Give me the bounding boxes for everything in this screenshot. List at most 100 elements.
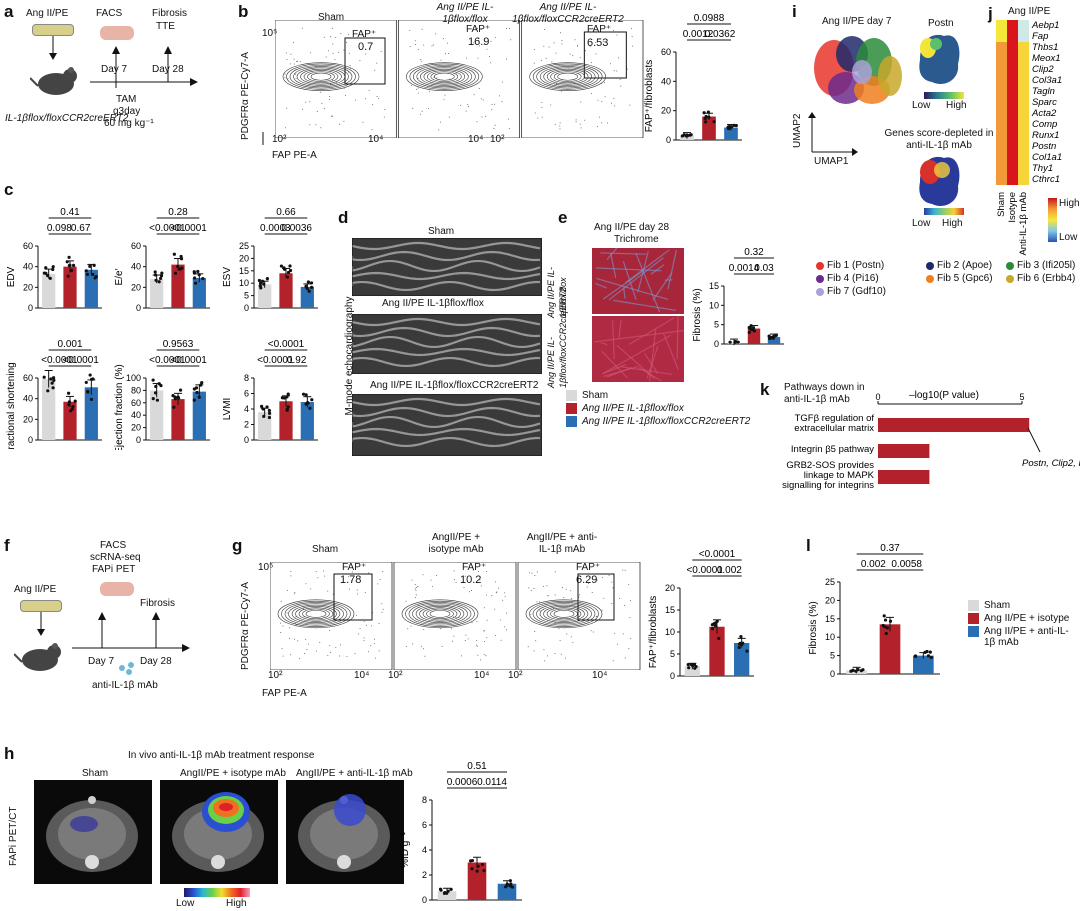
g-pval-2: 0.002 xyxy=(717,565,742,576)
flow-event xyxy=(491,109,493,111)
flow-event xyxy=(579,57,581,59)
timeline xyxy=(90,46,198,88)
f-mouse-icon xyxy=(14,643,61,671)
umap2-label: UMAP2 xyxy=(792,113,803,148)
b-tick-label: 40 xyxy=(661,76,671,86)
c5-point xyxy=(304,393,308,397)
heatmap-gene: Thbs1 xyxy=(1032,42,1058,53)
flow-event xyxy=(583,69,585,71)
umap1-label: UMAP1 xyxy=(814,156,849,167)
c3-ylabel: Fractional shortening xyxy=(6,362,17,450)
heatmap-header: Ang II/PE xyxy=(1008,6,1051,17)
flow-event xyxy=(601,122,603,124)
e-pval-1: 0.0014 xyxy=(729,263,760,274)
c1-point xyxy=(172,252,176,256)
flow-event xyxy=(417,77,419,79)
legend-swatch-flox xyxy=(566,403,577,414)
flow-contour xyxy=(426,608,454,620)
trichrome-fiber xyxy=(602,270,644,300)
c3-point xyxy=(89,397,94,402)
l-point xyxy=(854,669,858,673)
e-tick-label: 10 xyxy=(709,300,719,310)
flow-event xyxy=(494,37,496,39)
c1-tick-label: 60 xyxy=(131,241,141,251)
flow-event xyxy=(280,622,282,624)
c2-pval-0: 0.66 xyxy=(276,207,296,218)
legend-e-sham: Sham xyxy=(582,390,609,401)
flow-event xyxy=(559,125,561,127)
flow-event xyxy=(501,81,503,83)
flow-event xyxy=(620,85,622,87)
echo-wave xyxy=(352,356,541,368)
flow-event xyxy=(612,30,614,32)
panel-label-b: b xyxy=(238,2,249,21)
flow-event xyxy=(482,99,484,101)
flow-event xyxy=(327,590,329,592)
c1-point xyxy=(179,257,184,261)
heatmap-cell xyxy=(1018,174,1029,185)
c4-tick-label: 40 xyxy=(131,410,141,420)
heatmap-cell xyxy=(1018,97,1029,108)
c3-point xyxy=(88,373,92,377)
c2-point xyxy=(285,275,290,279)
flow-event xyxy=(379,579,381,581)
cluster-dot xyxy=(926,261,934,270)
c5-bar-1 xyxy=(279,401,293,440)
cluster-legend-item: Fib 3 (Ifi205l) xyxy=(1006,260,1076,271)
flow-contour xyxy=(539,66,596,88)
umap-genes-high xyxy=(920,160,940,184)
flow-event xyxy=(365,53,367,55)
flow-event xyxy=(324,108,326,110)
flow-event xyxy=(305,624,307,626)
c2-point xyxy=(309,281,314,285)
flow-event xyxy=(328,98,330,100)
flow-contour xyxy=(401,599,479,629)
f-day7: Day 7 xyxy=(88,656,115,667)
c5-tick-label: 2 xyxy=(244,420,249,430)
flow-event xyxy=(450,628,452,630)
flow-event xyxy=(294,622,296,624)
heatmap-cell xyxy=(1018,163,1029,174)
l-pval-2: 0.0058 xyxy=(891,559,922,570)
c1-point xyxy=(157,280,161,284)
e-bar-2 xyxy=(767,337,781,344)
k-pathway-label: extracellular matrix xyxy=(794,423,874,434)
flow-event xyxy=(610,102,612,104)
flow-event xyxy=(604,96,606,98)
c3-bar-1 xyxy=(63,401,77,440)
cluster-legend-item: Fib 6 (Erbb4) xyxy=(1006,273,1076,284)
c5-tick-label: 8 xyxy=(244,373,249,383)
flow-contour xyxy=(291,604,341,623)
l-ylabel: Fibrosis (%) xyxy=(808,601,819,654)
flow-event xyxy=(420,113,422,115)
flow-contour xyxy=(408,602,472,626)
flow-event xyxy=(415,589,417,591)
flow-event xyxy=(612,660,614,662)
flow-event xyxy=(415,43,417,45)
flow-event xyxy=(550,104,552,106)
c5-point xyxy=(285,395,289,399)
flow-event xyxy=(554,652,556,654)
flow-event xyxy=(471,590,473,592)
l-tick-label: 20 xyxy=(825,595,835,605)
cluster-dot xyxy=(1006,274,1014,283)
heatmap-cell xyxy=(1007,97,1018,108)
flow-event xyxy=(363,36,365,38)
legend-swatch-sham xyxy=(566,390,577,401)
echo-title-3: Ang II/PE IL-1βflox/floxCCR2creERT2 xyxy=(370,380,539,391)
flow-event xyxy=(485,655,487,657)
flow-event xyxy=(578,605,580,607)
flow-event xyxy=(295,616,297,618)
c2-point xyxy=(265,277,269,281)
g-tick-label: 0 xyxy=(670,671,675,681)
g-point xyxy=(739,635,743,639)
flow-event xyxy=(625,63,627,65)
c0-point xyxy=(51,267,55,272)
cluster-dot xyxy=(926,274,934,283)
flow-event xyxy=(343,120,345,122)
flow-event xyxy=(297,640,299,642)
cluster-label: Fib 3 (Ifi205l) xyxy=(1017,260,1076,271)
heatmap-cell xyxy=(1007,163,1018,174)
flow-event xyxy=(599,116,601,118)
flow-event xyxy=(555,52,557,54)
